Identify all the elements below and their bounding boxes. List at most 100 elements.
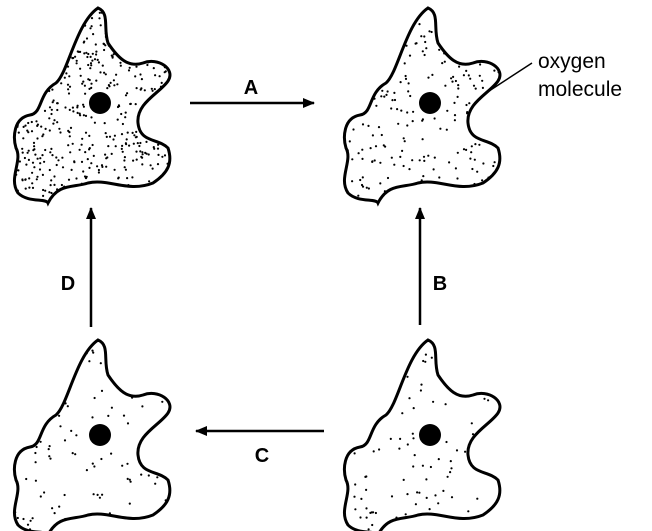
stipple-dot [81, 144, 83, 146]
stipple-dot [91, 60, 93, 62]
stipple-dot [401, 412, 403, 414]
stipple-dot [403, 479, 405, 481]
stipple-dot [58, 415, 60, 417]
stipple-dot [429, 508, 431, 510]
cell-bottom-left [14, 340, 170, 531]
stipple-dot [139, 142, 141, 144]
stipple-dot [431, 31, 433, 33]
stipple-dot [48, 448, 50, 450]
stipple-dot [51, 154, 53, 156]
stipple-dot [135, 66, 137, 68]
stipple-dot [36, 446, 38, 448]
stipple-dot [125, 94, 127, 96]
stipple-dot [102, 65, 104, 67]
stipple-dot [92, 144, 94, 146]
cell-nucleus [89, 92, 111, 114]
stipple-dot [28, 150, 30, 152]
stipple-dot [86, 37, 88, 39]
stipple-dot [407, 443, 409, 445]
stipple-dot [424, 54, 426, 56]
stipple-dot [431, 74, 433, 76]
stipple-dot [97, 59, 99, 61]
stipple-dot [373, 450, 375, 452]
stipple-dot [413, 407, 415, 409]
stipple-dot [450, 460, 452, 462]
stipple-dot [61, 157, 63, 159]
stipple-dot [31, 172, 33, 174]
stipple-dot [44, 149, 46, 151]
stipple-dot [475, 88, 477, 90]
stipple-dot [87, 78, 89, 80]
stipple-dot [70, 56, 72, 58]
stipple-dot [48, 117, 50, 119]
stipple-dot [67, 66, 69, 68]
stipple-dot [22, 152, 24, 154]
stipple-dot [379, 182, 381, 184]
stipple-dot [412, 111, 414, 113]
stipple-dot [457, 152, 459, 154]
stipple-dot [59, 425, 61, 427]
stipple-dot [90, 116, 92, 118]
stipple-dot [95, 53, 97, 55]
stipple-dot [121, 145, 123, 147]
stipple-dot [140, 474, 142, 476]
stipple-dot [109, 136, 111, 138]
stipple-dot [415, 43, 417, 45]
stipple-dot [152, 90, 154, 92]
stipple-dot [464, 451, 466, 453]
stipple-dot [83, 114, 85, 116]
stipple-dot [40, 441, 42, 443]
stipple-dot [359, 516, 361, 518]
stipple-dot [98, 171, 100, 173]
stipple-dot [167, 163, 169, 165]
stipple-dot [493, 70, 495, 72]
stipple-dot [406, 376, 408, 378]
stipple-dot [92, 463, 94, 465]
stipple-dot [65, 72, 67, 74]
stipple-dot [456, 449, 458, 451]
cell-top-right [344, 8, 500, 203]
stipple-dot [129, 479, 131, 481]
stipple-dot [391, 157, 393, 159]
stipple-dot [354, 508, 356, 510]
stipple-dot [456, 177, 458, 179]
stipple-dot [487, 177, 489, 179]
stipple-dot [103, 72, 105, 74]
stipple-dot [89, 67, 91, 69]
stipple-dot [67, 84, 69, 86]
stipple-dot [420, 389, 422, 391]
stipple-dot [471, 422, 473, 424]
stipple-dot [105, 36, 107, 38]
stipple-dot [94, 58, 96, 60]
stipple-dot [76, 60, 78, 62]
stipple-dot [124, 166, 126, 168]
stipple-dot [400, 81, 402, 83]
stipple-dot [72, 57, 74, 59]
stipple-dot [457, 96, 459, 98]
stipple-dot [81, 83, 83, 85]
stipple-dot [25, 478, 27, 480]
stipple-dot [412, 437, 414, 439]
stipple-dot [62, 166, 64, 168]
stipple-dot [458, 66, 460, 68]
stipple-dot [381, 90, 383, 92]
stipple-dot [36, 176, 38, 178]
stipple-dot [72, 107, 74, 109]
stipple-dot [394, 99, 396, 101]
stipple-dot [59, 131, 61, 133]
stipple-dot [128, 69, 130, 71]
stipple-dot [427, 77, 429, 79]
stipple-dot [31, 121, 33, 123]
stipple-dot [418, 492, 420, 494]
stipple-dot [127, 132, 129, 134]
stipple-dot [361, 158, 363, 160]
stipple-dot [86, 469, 88, 471]
stipple-dot [56, 102, 58, 104]
stipple-dot [450, 77, 452, 79]
stipple-dot [115, 74, 117, 76]
stipple-dot [51, 89, 53, 91]
stipple-dot [368, 187, 370, 189]
stipple-dot [112, 57, 114, 59]
stipple-dot [415, 503, 417, 505]
stipple-dot [405, 78, 407, 80]
